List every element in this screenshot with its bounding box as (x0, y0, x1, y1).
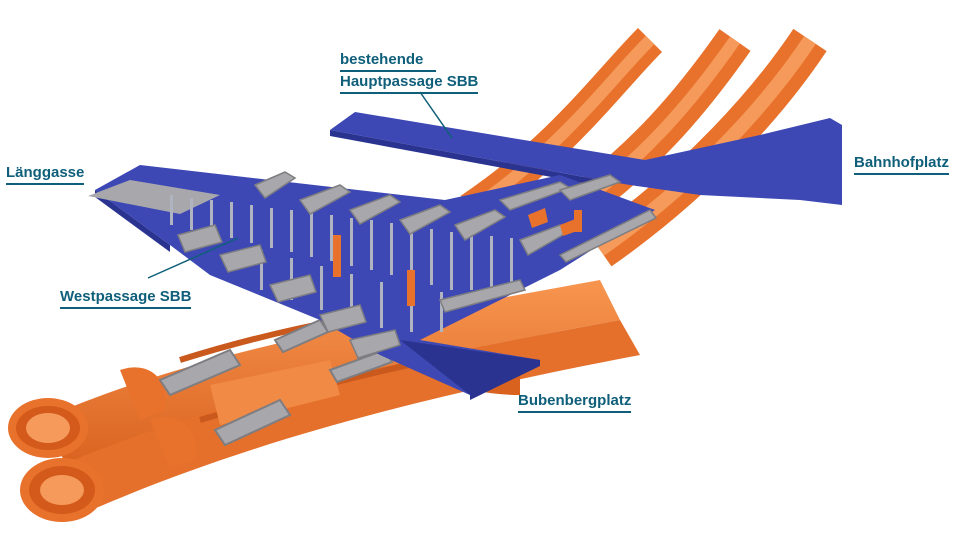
tunnel-portals (8, 367, 196, 522)
label-hauptpassage: bestehende Hauptpassage SBB (340, 50, 479, 94)
elevator-shafts (333, 208, 582, 306)
label-underline (518, 411, 632, 413)
label-bahnhofplatz-text: Bahnhofplatz (854, 154, 949, 171)
label-underline (60, 307, 192, 309)
label-westpassage-text: Westpassage SBB (60, 288, 192, 305)
stair-structures (176, 171, 658, 359)
label-underline (854, 173, 949, 175)
label-hauptpassage-line1: bestehende (340, 51, 424, 68)
westpassage-leader (147, 237, 239, 279)
label-bubenbergplatz: Bubenbergplatz (518, 391, 632, 413)
label-bubenbergplatz-text: Bubenbergplatz (518, 392, 632, 409)
label-hauptpassage-line2: Hauptpassage SBB (340, 73, 479, 90)
label-underline (6, 183, 85, 185)
label-underline (340, 70, 436, 72)
label-westpassage: Westpassage SBB (60, 287, 192, 309)
label-laenggasse-text: Länggasse (6, 164, 85, 181)
label-laenggasse: Länggasse (6, 163, 85, 185)
label-underline (340, 92, 479, 94)
hauptpassage-leader (419, 91, 453, 139)
escalators (158, 318, 394, 447)
westpassage-slab (88, 165, 655, 400)
hauptpassage-slab (330, 112, 842, 205)
label-bahnhofplatz: Bahnhofplatz (854, 153, 949, 175)
